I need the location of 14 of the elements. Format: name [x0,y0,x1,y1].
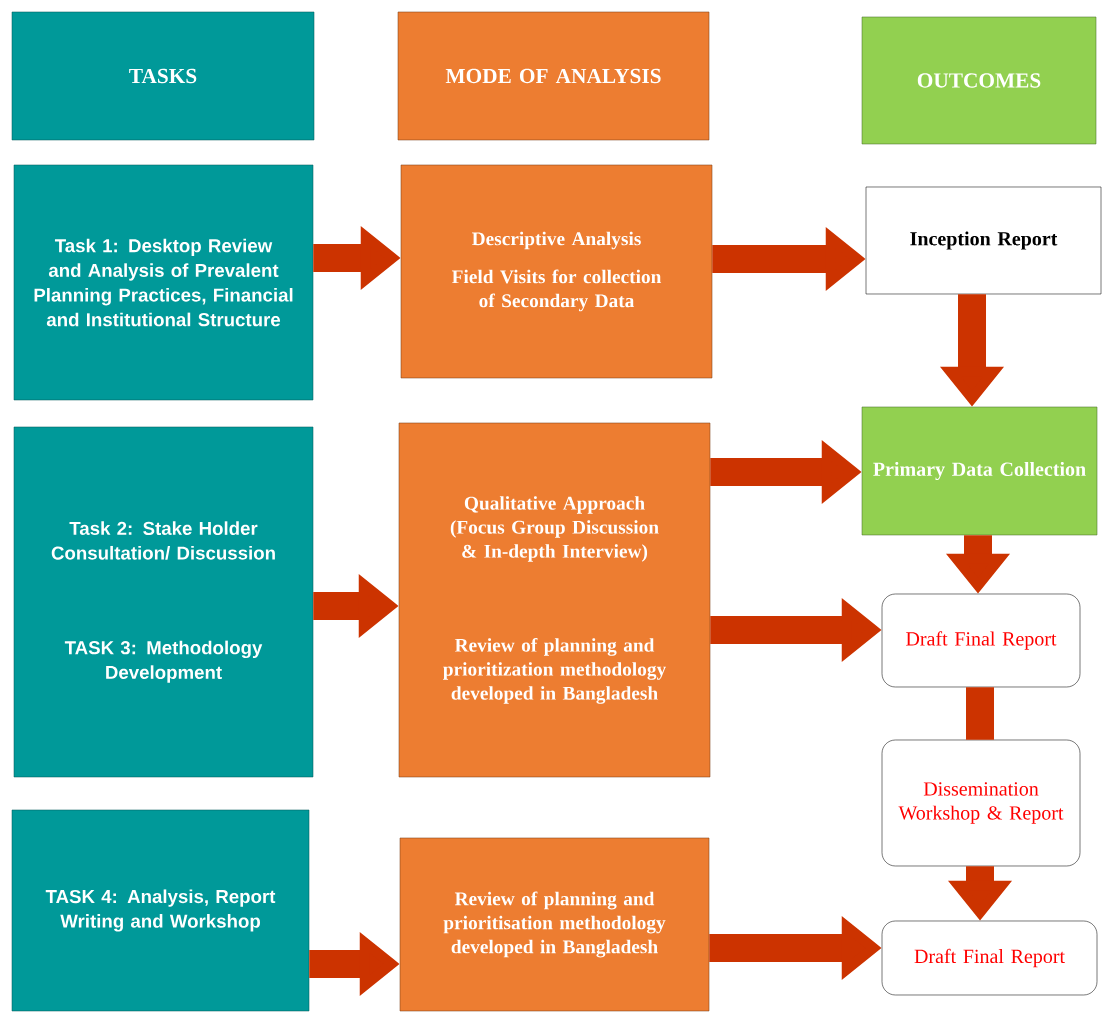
analysis-box: Review of planning and prioritisation methodology developed in Bangladesh [399,837,710,1012]
outcome-box: Draft Final Report [881,593,1081,688]
header-box: TASKS [11,11,315,141]
task-box: Task 2: Stake Holder Consultation/ Discussion TASK 3: Methodology Development [13,426,314,778]
outcome-box: Dissemination Workshop & Report [881,739,1081,867]
task-box: TASK 4: Analysis, Report Writing and Workshop [11,809,310,1012]
outcome-box: Primary Data Collection [861,406,1098,536]
header-box: MODE OF ANALYSIS [397,11,710,141]
header-box: OUTCOMES [861,16,1097,145]
task-box: Task 1: Desktop Review and Analysis of Prevalent Planning Practices, Financial and Institutional Structure [13,164,314,401]
outcome-box: Inception Report [865,186,1102,295]
outcome-box: Draft Final Report [881,920,1098,996]
analysis-box: Descriptive Analysis Field Visits for collection of Secondary Data [400,164,713,379]
analysis-box: Qualitative Approach (Focus Group Discussion & In-depth Interview) Review of planning and prioritization methodology developed in Bangladesh [398,422,711,778]
